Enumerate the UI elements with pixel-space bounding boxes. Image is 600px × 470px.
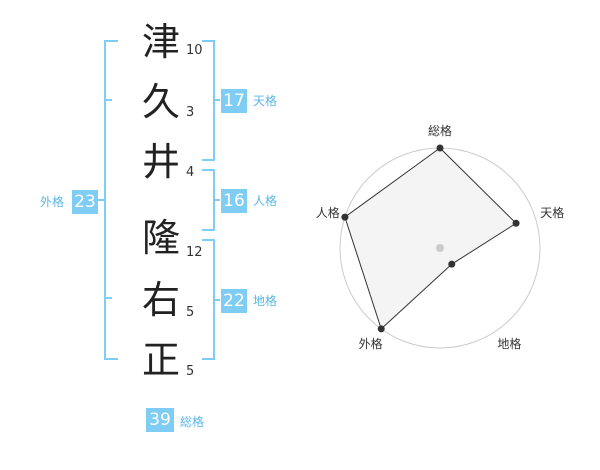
name-char-6: 正 (141, 338, 180, 382)
gaikaku-label: 外格 (40, 195, 65, 209)
radar-point-5 (341, 213, 349, 221)
radar-axis-label-3: 地格 (497, 337, 522, 352)
radar-center-dot (436, 244, 444, 252)
chikaku-label: 地格 (253, 294, 278, 308)
gaikaku-bracket (97, 40, 118, 360)
radar-point-4 (377, 325, 385, 333)
name-char-5: 右 (141, 278, 180, 322)
radar-point-3 (448, 260, 456, 268)
tenkaku-bracket (202, 40, 220, 161)
jinkaku-badge: 16 (221, 189, 247, 213)
jinkaku-bracket (202, 169, 220, 231)
name-char-3: 井 (141, 140, 180, 184)
name-char-2: 久 (141, 80, 180, 124)
chikaku-badge: 22 (221, 289, 247, 313)
gaikaku-badge: 23 (72, 190, 98, 214)
soukaku-label: 総格 (180, 415, 205, 429)
radar-point-1 (436, 144, 444, 152)
stroke-count-6: 5 (186, 364, 195, 379)
radar-axis-label-1: 総格 (428, 124, 453, 138)
tenkaku-label: 天格 (253, 94, 278, 108)
tenkaku-badge: 17 (221, 89, 247, 113)
stroke-count-5: 5 (186, 305, 195, 320)
radar-axis-label-5: 人格 (315, 205, 340, 220)
radar-axis-label-2: 天格 (540, 205, 565, 220)
name-char-1: 津 (141, 20, 180, 64)
chikaku-bracket (202, 239, 220, 360)
stroke-count-4: 12 (186, 245, 203, 260)
radar-point-2 (512, 219, 520, 227)
jinkaku-label: 人格 (253, 194, 278, 208)
stroke-count-3: 4 (186, 165, 195, 180)
radar-axis-label-4: 外格 (358, 337, 383, 352)
radar-polygon (344, 147, 517, 330)
stroke-count-1: 10 (186, 43, 203, 58)
stroke-count-2: 3 (186, 105, 195, 120)
name-char-4: 隆 (141, 216, 180, 260)
soukaku-badge: 39 (146, 408, 174, 432)
